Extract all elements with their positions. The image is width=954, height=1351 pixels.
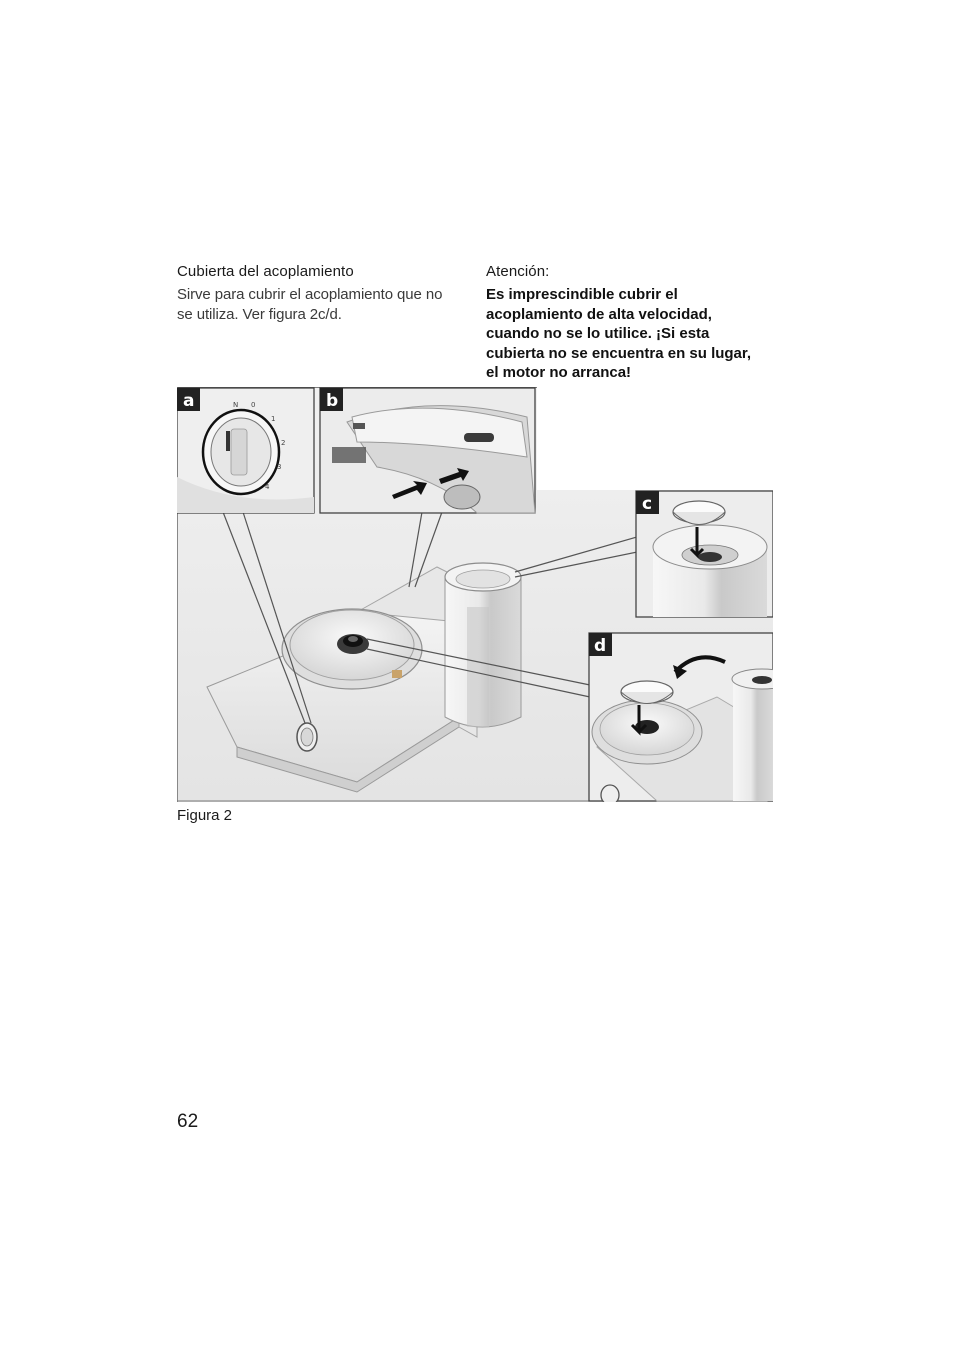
dial-mark-4: 4 xyxy=(265,483,270,491)
attention-heading: Atención: xyxy=(486,263,550,280)
attention-section: Atención: Es imprescindible cubrir el ac… xyxy=(486,262,776,383)
cover-line-1: Sirve para cubrir el acoplamiento que no xyxy=(177,286,443,303)
attention-line-1: Es imprescindible cubrir el xyxy=(486,286,678,303)
panel-label-b: b xyxy=(326,391,338,411)
attention-line-4: cubierta no se encuentra en su lugar, xyxy=(486,344,752,362)
attention-line-2: acoplamiento de alta velocidad, xyxy=(486,305,712,323)
dial-mark-n: N xyxy=(233,401,238,409)
figure-caption: Figura 2 xyxy=(177,807,233,824)
page-number: 62 xyxy=(177,1111,199,1132)
panel-label-a: a xyxy=(183,391,194,411)
dial-mark-3: 3 xyxy=(277,463,281,471)
cover-line-2: se utiliza. Ver figura 2c/d. xyxy=(177,305,342,323)
cover-description: Sirve para cubrir el acoplamiento que no… xyxy=(177,285,467,324)
panel-label-d: d xyxy=(594,636,606,656)
attention-warning: Es imprescindible cubrir el acoplamiento… xyxy=(486,285,776,383)
cover-heading: Cubierta del acoplamiento xyxy=(177,263,354,280)
figure-2-illustration: N 0 1 2 3 4 a b xyxy=(176,386,793,806)
dial-mark-0: 0 xyxy=(251,401,255,409)
dial-mark-2: 2 xyxy=(281,439,285,447)
cover-section: Cubierta del acoplamiento Sirve para cub… xyxy=(177,262,467,324)
panel-a: N 0 1 2 3 4 a xyxy=(176,387,315,514)
panel-label-c: c xyxy=(642,494,652,514)
panel-b: b xyxy=(319,387,536,514)
panel-c: c xyxy=(635,490,774,618)
attention-line-5: el motor no arranca! xyxy=(486,364,632,381)
figure-svg: N 0 1 2 3 4 a b xyxy=(176,386,793,806)
panel-d: d xyxy=(588,632,793,806)
attention-line-3: cuando no se lo utilice. ¡Si esta xyxy=(486,325,710,342)
dial-mark-1: 1 xyxy=(271,415,275,423)
